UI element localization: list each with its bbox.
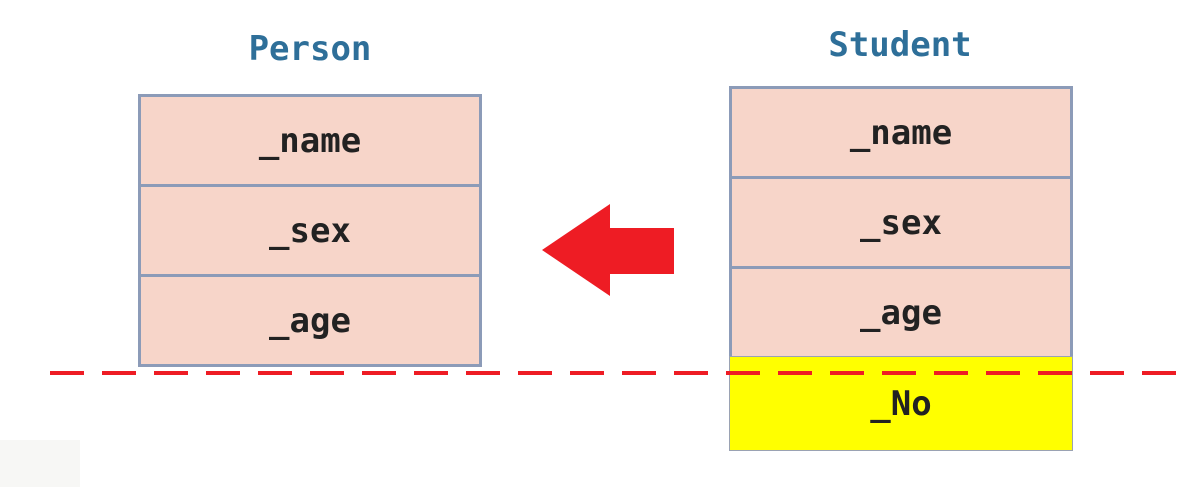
person-field-sex: _sex <box>138 184 482 277</box>
student-class-box: _name _sex _age _No <box>729 86 1073 451</box>
inheritance-boundary-dashed-line <box>50 371 1192 375</box>
left-arrow-icon <box>542 204 674 296</box>
student-field-sex: _sex <box>729 176 1073 269</box>
person-field-name: _name <box>138 94 482 187</box>
person-class-title: Person <box>248 29 372 69</box>
corner-artifact <box>0 440 80 487</box>
student-field-age: _age <box>729 266 1073 359</box>
student-class-title: Student <box>828 25 972 65</box>
student-field-name: _name <box>729 86 1073 179</box>
person-field-age: _age <box>138 274 482 367</box>
person-class-box: _name _sex _age <box>138 94 482 367</box>
